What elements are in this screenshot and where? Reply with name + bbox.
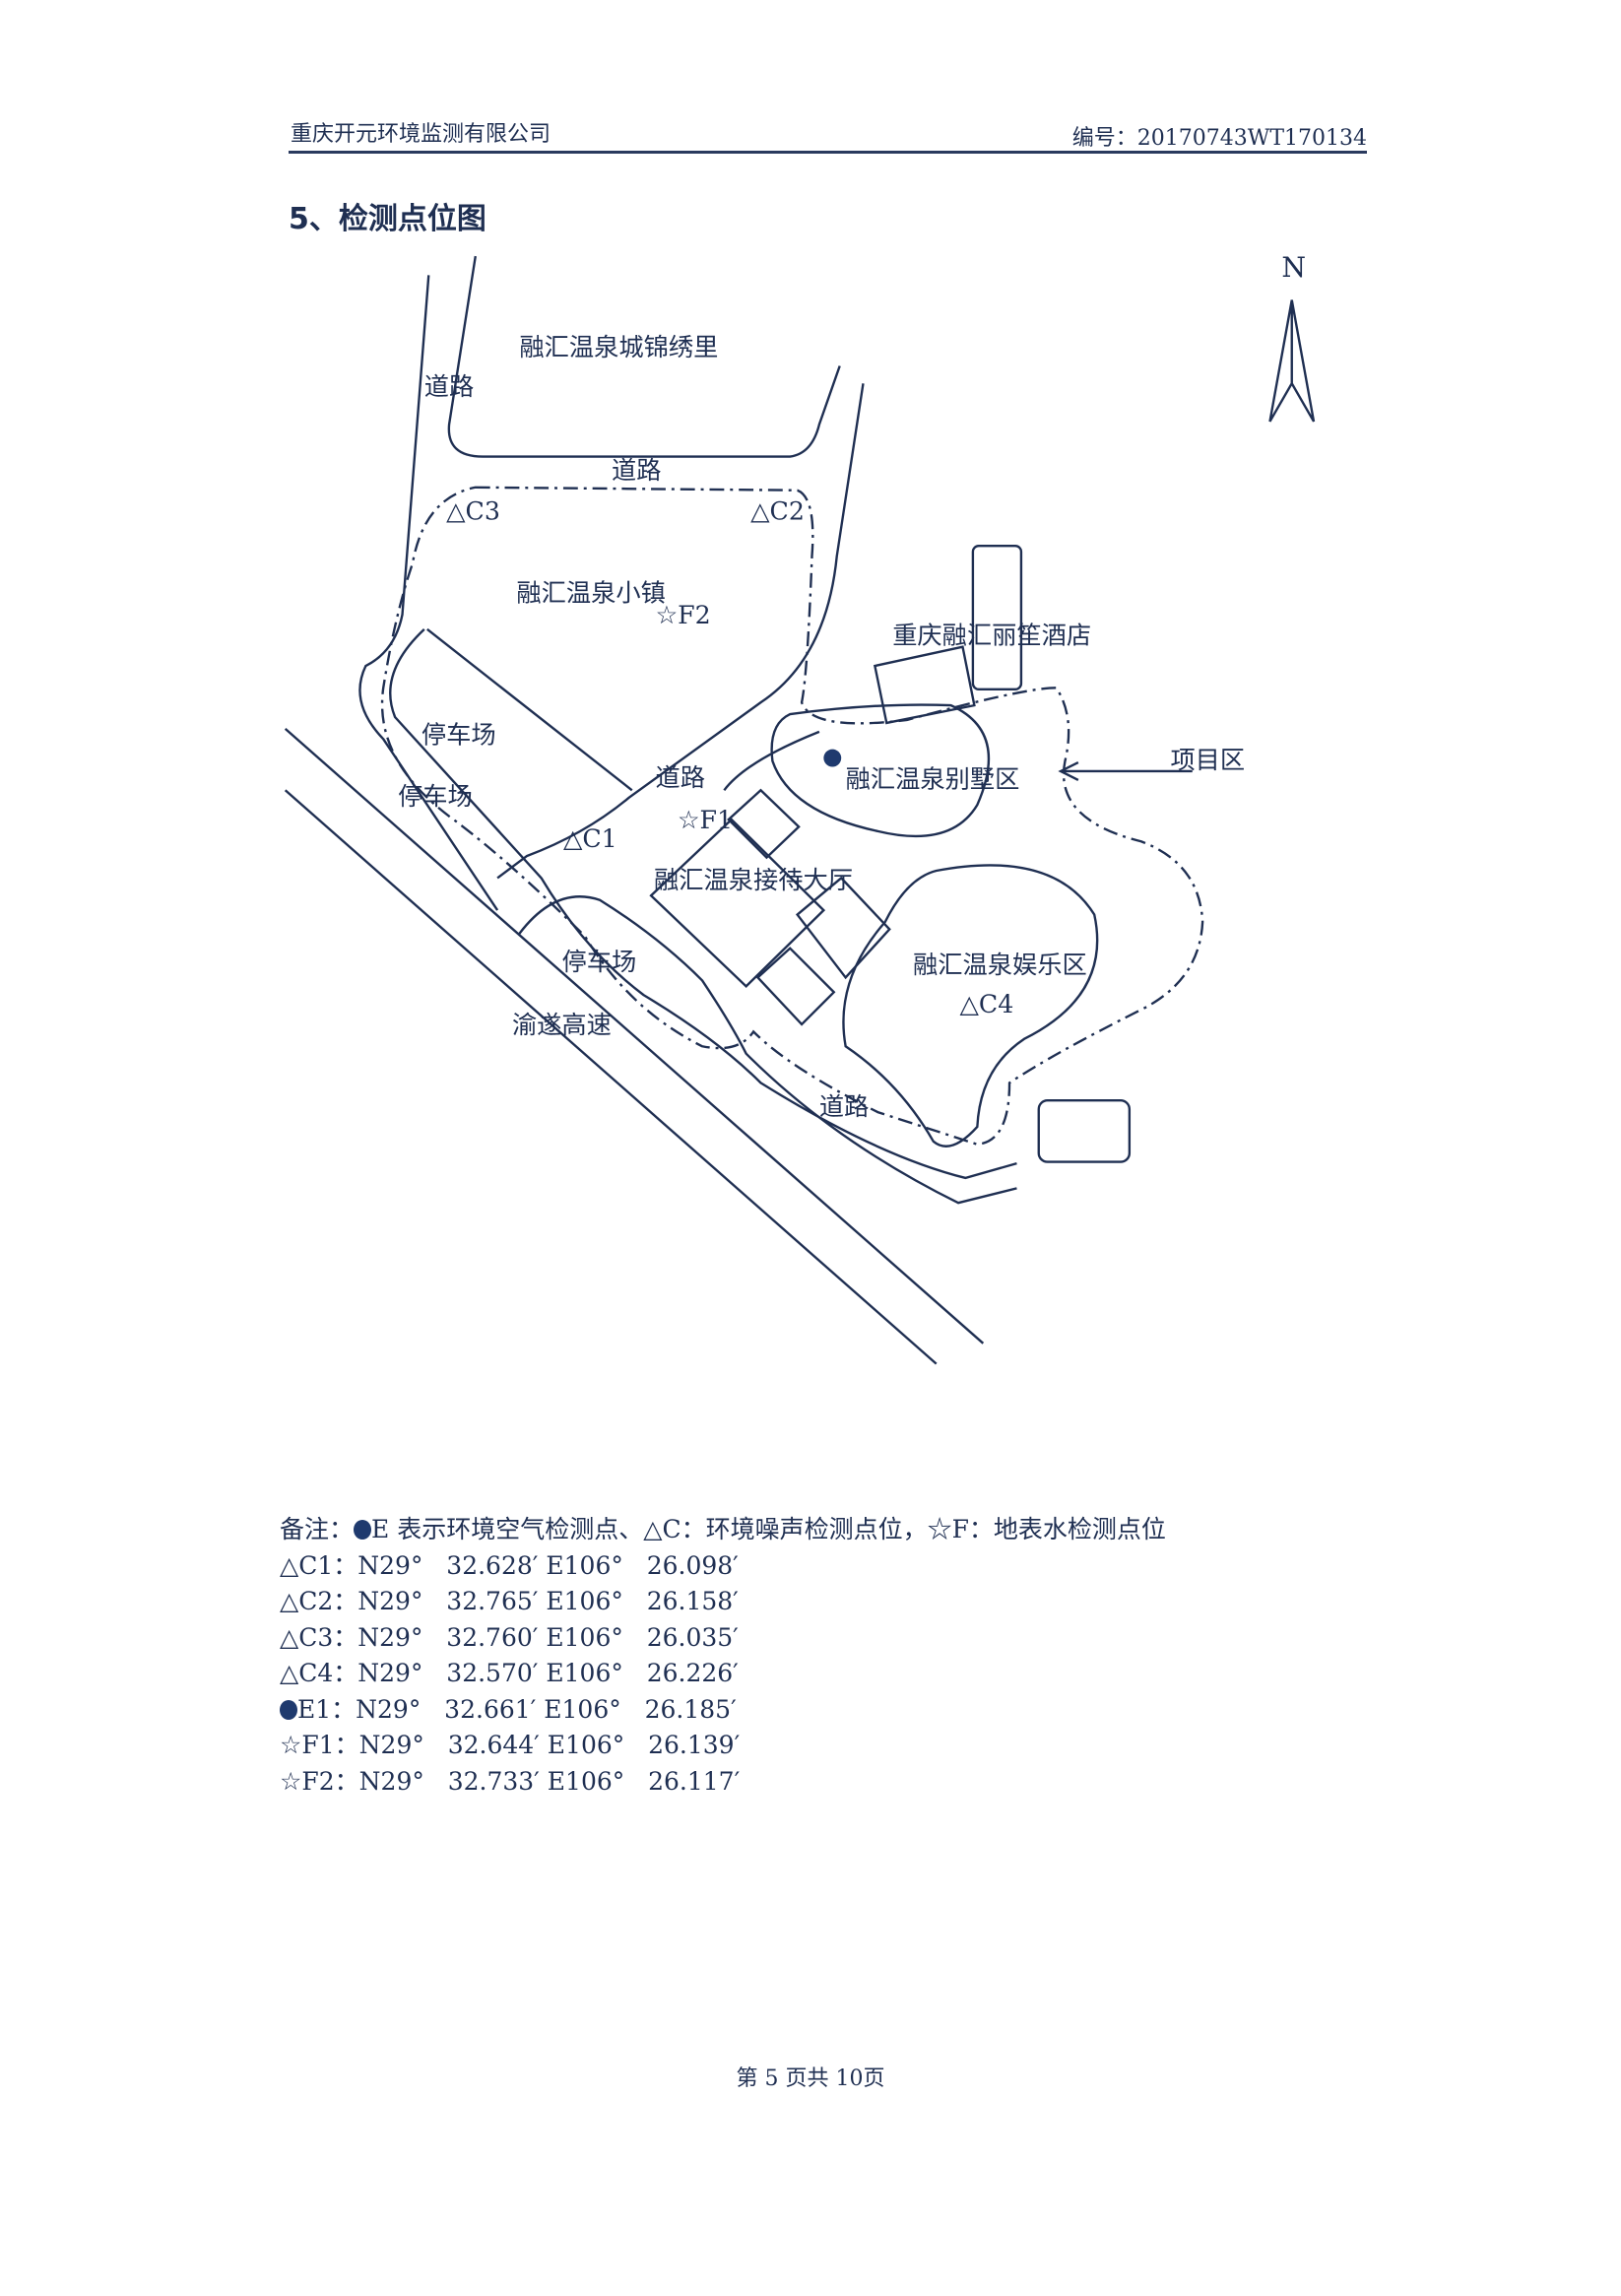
legend-text: E 表示环境空气检测点、△C：环境噪声检测点位，☆F：地表水检测点位: [371, 1515, 1166, 1543]
project-boundary: [380, 486, 1204, 1146]
legend-prefix: 备注：: [280, 1515, 355, 1543]
coordinate-row: E1：N29° 32.661′ E106° 26.185′: [280, 1692, 1166, 1729]
section-title: 5、检测点位图: [289, 202, 486, 236]
point-id: △C4：: [280, 1659, 358, 1687]
road: [389, 628, 1017, 1180]
coordinate-row: ☆F1：N29° 32.644′ E106° 26.139′: [280, 1728, 1166, 1764]
document-number: 编号：20170743WT170134: [1071, 126, 1367, 151]
point-c1: △C1: [563, 824, 617, 853]
building: [727, 788, 801, 860]
coordinates: N29° 32.765′ E106° 26.158′: [357, 1587, 739, 1615]
point-c3: △C3: [446, 496, 500, 525]
road: [723, 730, 820, 791]
point-id: △C2：: [280, 1587, 358, 1615]
building: [971, 545, 1023, 690]
label-road: 道路: [819, 1092, 870, 1121]
air-point-dot-icon: [354, 1520, 372, 1540]
road: [518, 895, 1017, 1205]
label-highway: 渝遂高速: [512, 1011, 612, 1039]
north-arrow-icon: [1268, 299, 1316, 423]
label-villa: 融汇温泉别墅区: [846, 764, 1020, 793]
label-project: 项目区: [1170, 746, 1245, 774]
legend-line: 备注： E 表示环境空气检测点、△C：环境噪声检测点位，☆F：地表水检测点位: [280, 1512, 1166, 1548]
notes: 备注： E 表示环境空气检测点、△C：环境噪声检测点位，☆F：地表水检测点位 △C…: [280, 1512, 1166, 1800]
building: [649, 818, 826, 988]
north-label: N: [1281, 251, 1306, 284]
coordinate-row: △C2：N29° 32.765′ E106° 26.158′: [280, 1584, 1166, 1620]
coordinate-row: △C3：N29° 32.760′ E106° 26.035′: [280, 1620, 1166, 1657]
road: [426, 627, 633, 792]
point-id: ☆F1：: [280, 1731, 359, 1759]
label-road: 道路: [424, 372, 475, 401]
point-id: △C1：: [280, 1550, 358, 1580]
road: [496, 383, 865, 880]
label-parking: 停车场: [561, 948, 636, 976]
road: [358, 275, 499, 911]
air-point-dot-icon: [280, 1699, 297, 1720]
point-c4: △C4: [960, 990, 1014, 1018]
label-jinxiuli: 融汇温泉城锦绣里: [519, 333, 718, 361]
point-id: E1：: [297, 1694, 357, 1724]
coordinates: N29° 32.628′ E106° 26.098′: [357, 1550, 739, 1580]
point-id: △C3：: [280, 1622, 358, 1652]
project-arrow-icon: [1058, 760, 1193, 781]
coordinates: N29° 32.570′ E106° 26.226′: [357, 1659, 739, 1687]
header-divider: [289, 151, 1367, 154]
label-parking: 停车场: [421, 721, 496, 750]
coordinate-row: △C4：N29° 32.570′ E106° 26.226′: [280, 1656, 1166, 1692]
highway-line: [284, 789, 938, 1365]
building: [755, 947, 836, 1026]
highway-line: [284, 727, 985, 1345]
label-parking: 停车场: [398, 782, 473, 811]
building: [1037, 1099, 1132, 1163]
entertainment-area: [842, 864, 1099, 1148]
point-c2: △C2: [750, 496, 805, 525]
company-name: 重庆开元环境监测有限公司: [291, 122, 551, 147]
label-town: 融汇温泉小镇: [516, 579, 666, 608]
air-monitoring-point-e1: [823, 749, 842, 767]
coordinate-row: ☆F2：N29° 32.733′ E106° 26.117′: [280, 1764, 1166, 1801]
coordinates: N29° 32.661′ E106° 26.185′: [356, 1694, 737, 1724]
label-lobby: 融汇温泉接待大厅: [654, 866, 853, 894]
building: [873, 645, 976, 725]
building: [795, 876, 891, 980]
point-id: ☆F2：: [280, 1766, 359, 1796]
label-road: 道路: [612, 456, 662, 485]
coordinates: N29° 32.644′ E106° 26.139′: [358, 1731, 741, 1759]
road: [447, 255, 841, 458]
coordinates: N29° 32.760′ E106° 26.035′: [357, 1622, 739, 1652]
point-f2: ☆F2: [656, 601, 711, 629]
coordinates: N29° 32.733′ E106° 26.117′: [358, 1766, 741, 1796]
label-hotel: 重庆融汇丽笙酒店: [892, 622, 1091, 650]
label-road: 道路: [656, 763, 706, 792]
coordinate-row: △C1：N29° 32.628′ E106° 26.098′: [280, 1548, 1166, 1585]
point-f1: ☆F1: [678, 806, 733, 834]
page-number: 第 5 页共 10页: [736, 2066, 885, 2091]
label-entertainment: 融汇温泉娱乐区: [913, 951, 1087, 979]
villa-area: [770, 703, 991, 838]
